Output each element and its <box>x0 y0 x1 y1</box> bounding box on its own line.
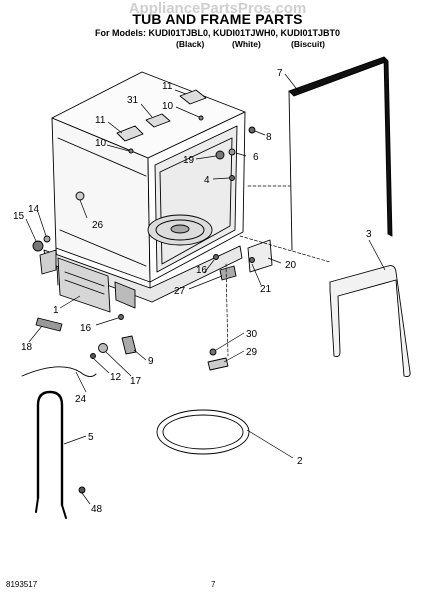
page-number: 7 <box>211 580 216 589</box>
part-9 <box>121 335 137 355</box>
mounting-brackets <box>116 89 207 154</box>
callout-12: 12 <box>110 372 122 383</box>
part-27 <box>219 265 237 281</box>
callout-16-upper: 16 <box>196 265 208 276</box>
callout-48: 48 <box>91 504 103 515</box>
part-6 <box>228 148 236 156</box>
part-48 <box>78 486 86 494</box>
part-12 <box>90 353 96 359</box>
callout-7: 7 <box>277 68 283 79</box>
callout-10-lower: 10 <box>95 138 107 149</box>
models-line: For Models: KUDI01TJBL0, KUDI01TJWH0, KU… <box>94 28 341 38</box>
callout-11-upper: 11 <box>162 81 173 92</box>
callout-1: 1 <box>53 305 59 316</box>
callout-6: 6 <box>253 152 259 163</box>
callout-18: 18 <box>21 342 33 353</box>
leader-lines <box>25 73 386 505</box>
callout-17: 17 <box>130 376 142 387</box>
callout-4: 4 <box>204 175 210 186</box>
tub-gasket-part-3 <box>329 265 411 377</box>
callout-15: 15 <box>13 211 25 222</box>
document-number: 8193517 <box>6 580 38 589</box>
guide-lines <box>225 185 331 357</box>
callout-3: 3 <box>366 229 372 240</box>
part-29 <box>207 357 229 371</box>
callout-29: 29 <box>246 347 258 358</box>
door-seal-part-7 <box>288 56 393 251</box>
variant-biscuit: (Biscuit) <box>291 39 325 49</box>
callout-2: 2 <box>297 456 303 467</box>
callout-16-lower: 16 <box>80 323 92 334</box>
callout-14: 14 <box>28 204 40 215</box>
part-16-upper <box>213 254 219 260</box>
callout-27: 27 <box>174 286 186 297</box>
part-15 <box>32 240 44 252</box>
bracket-part-20 <box>247 239 273 273</box>
callout-30: 30 <box>246 329 258 340</box>
part-8 <box>248 126 256 134</box>
part-4 <box>229 175 235 181</box>
part-16-lower <box>118 314 124 320</box>
part-21 <box>249 257 255 263</box>
callout-31: 31 <box>127 95 139 106</box>
hose-part-5 <box>35 390 67 519</box>
callout-5: 5 <box>88 432 94 443</box>
callout-11-lower: 11 <box>95 115 106 126</box>
wire-part-24 <box>21 366 97 377</box>
part-17 <box>98 343 108 353</box>
watermark: AppliancePartsPros.com <box>128 0 307 17</box>
callout-9: 9 <box>148 356 154 367</box>
callout-24: 24 <box>75 394 87 405</box>
callout-19: 19 <box>183 155 195 166</box>
variant-black: (Black) <box>176 39 205 49</box>
callout-10-upper: 10 <box>162 101 174 112</box>
callout-8: 8 <box>266 132 272 143</box>
callout-21: 21 <box>260 284 272 295</box>
callout-26: 26 <box>92 220 104 231</box>
part-19 <box>215 150 225 160</box>
part-14 <box>43 235 51 243</box>
base-frame <box>39 245 243 313</box>
page-title: TUB AND FRAME PARTS <box>132 11 303 27</box>
ring-part-2 <box>156 409 250 455</box>
part-18 <box>35 317 63 332</box>
variant-white: (White) <box>232 39 261 49</box>
callout-20: 20 <box>285 260 297 271</box>
part-30 <box>209 348 217 356</box>
